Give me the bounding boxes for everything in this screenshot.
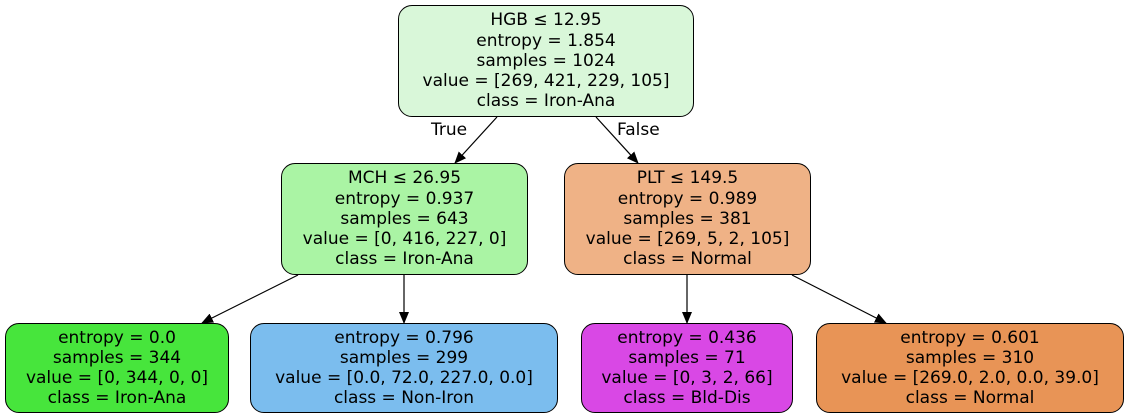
- tree-leaf-non-iron: entropy = 0.796 samples = 299 value = [0…: [250, 323, 558, 413]
- node-class: class = Normal: [623, 249, 752, 270]
- node-samples: samples = 1024: [476, 50, 616, 71]
- node-value: value = [269, 5, 2, 105]: [585, 229, 790, 250]
- node-value: value = [269, 421, 229, 105]: [422, 71, 670, 92]
- node-class: class = Non-Iron: [333, 388, 475, 409]
- node-samples: samples = 643: [340, 208, 469, 229]
- tree-leaf-normal: entropy = 0.601 samples = 310 value = [2…: [816, 323, 1124, 413]
- tree-node-plt: PLT ≤ 149.5 entropy = 0.989 samples = 38…: [564, 163, 811, 275]
- node-split: MCH ≤ 26.95: [347, 168, 462, 189]
- node-split: HGB ≤ 12.95: [490, 10, 602, 31]
- tree-leaf-iron-ana: entropy = 0.0 samples = 344 value = [0, …: [5, 323, 229, 413]
- edge-label-false: False: [617, 120, 660, 140]
- node-class: class = Normal: [905, 388, 1035, 409]
- edge-root-left: [454, 116, 498, 164]
- node-class: class = Iron-Ana: [47, 388, 187, 409]
- node-entropy: entropy = 1.854: [476, 30, 616, 51]
- edge-right-leaf4: [791, 274, 887, 324]
- node-class: class = Iron-Ana: [476, 91, 616, 112]
- node-samples: samples = 381: [623, 208, 752, 229]
- node-samples: samples = 344: [52, 347, 182, 368]
- node-entropy: entropy = 0.796: [334, 327, 474, 348]
- tree-node-root: HGB ≤ 12.95 entropy = 1.854 samples = 10…: [398, 5, 694, 117]
- tree-node-mch: MCH ≤ 26.95 entropy = 0.937 samples = 64…: [281, 163, 528, 275]
- node-entropy: entropy = 0.937: [334, 188, 475, 209]
- node-value: value = [0.0, 72.0, 227.0, 0.0]: [275, 368, 533, 388]
- node-class: class = Bld-Dis: [623, 388, 751, 409]
- node-value: value = [0, 416, 227, 0]: [302, 229, 507, 250]
- edge-label-true: True: [431, 120, 468, 140]
- node-split: PLT ≤ 149.5: [636, 168, 739, 189]
- node-entropy: entropy = 0.436: [617, 327, 757, 348]
- node-value: value = [0, 344, 0, 0]: [25, 368, 209, 388]
- node-value: value = [0, 3, 2, 66]: [601, 368, 773, 388]
- tree-leaf-bld-dis: entropy = 0.436 samples = 71 value = [0,…: [581, 323, 793, 413]
- node-samples: samples = 71: [628, 347, 746, 368]
- node-samples: samples = 299: [339, 347, 469, 368]
- edge-left-leaf1: [201, 274, 299, 324]
- node-entropy: entropy = 0.989: [617, 188, 758, 209]
- edge-root-right: [595, 116, 639, 164]
- node-samples: samples = 310: [905, 347, 1035, 368]
- node-entropy: entropy = 0.601: [900, 327, 1040, 348]
- node-class: class = Iron-Ana: [335, 249, 474, 270]
- node-entropy: entropy = 0.0: [58, 327, 176, 348]
- node-value: value = [269.0, 2.0, 0.0, 39.0]: [841, 368, 1099, 388]
